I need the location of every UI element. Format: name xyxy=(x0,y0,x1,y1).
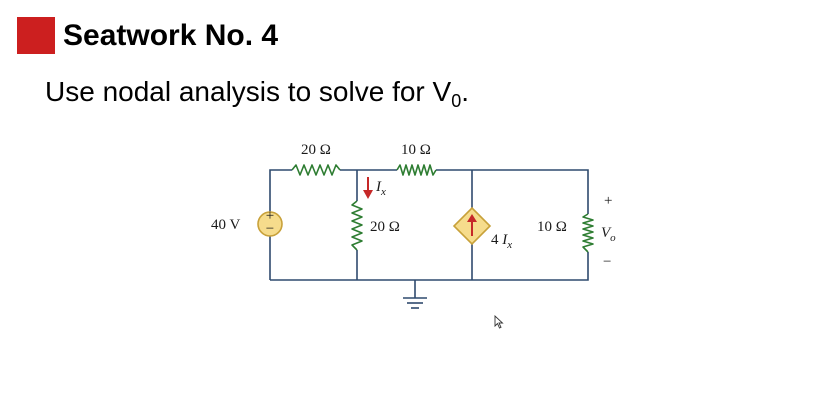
resistor-10-top-label: 10 Ω xyxy=(401,142,431,158)
current-arrow-ix xyxy=(363,177,373,199)
instruction-period: . xyxy=(461,76,470,107)
source-minus-sign: − xyxy=(266,221,274,237)
down-arrow-icon xyxy=(363,190,373,199)
resistor-10-vertical-label: 10 Ω xyxy=(537,219,567,235)
source-voltage-label: 40 V xyxy=(211,217,240,233)
instruction-subscript: 0 xyxy=(451,91,462,111)
resistor-10-top xyxy=(396,164,437,176)
up-arrow-icon xyxy=(467,214,477,222)
resistor-20-vertical-label: 20 Ω xyxy=(370,219,400,235)
mouse-cursor-icon xyxy=(494,315,504,329)
resistor-10-vertical xyxy=(582,213,594,253)
resistor-20-top-label: 20 Ω xyxy=(301,142,331,158)
instruction-text: Use nodal analysis to solve for V xyxy=(45,76,452,107)
vo-minus-sign: − xyxy=(603,254,611,270)
resistor-20-top xyxy=(291,164,341,176)
resistor-20-vertical xyxy=(351,200,363,251)
dependent-source-label: 4 Ix xyxy=(491,232,512,251)
source-plus-sign: + xyxy=(266,208,274,224)
vo-label: Vo xyxy=(601,225,616,244)
voltage-source-40v: + − xyxy=(257,208,283,237)
circuit-wires xyxy=(269,169,589,298)
vo-plus-sign: + xyxy=(604,193,612,209)
dependent-current-source xyxy=(452,206,492,246)
current-label: Ix xyxy=(375,179,386,198)
ground-symbol xyxy=(403,297,427,309)
title-accent-square xyxy=(17,17,55,54)
slide-instruction: Use nodal analysis to solve for V0. xyxy=(45,72,469,121)
slide-title: Seatwork No. 4 xyxy=(63,19,279,52)
